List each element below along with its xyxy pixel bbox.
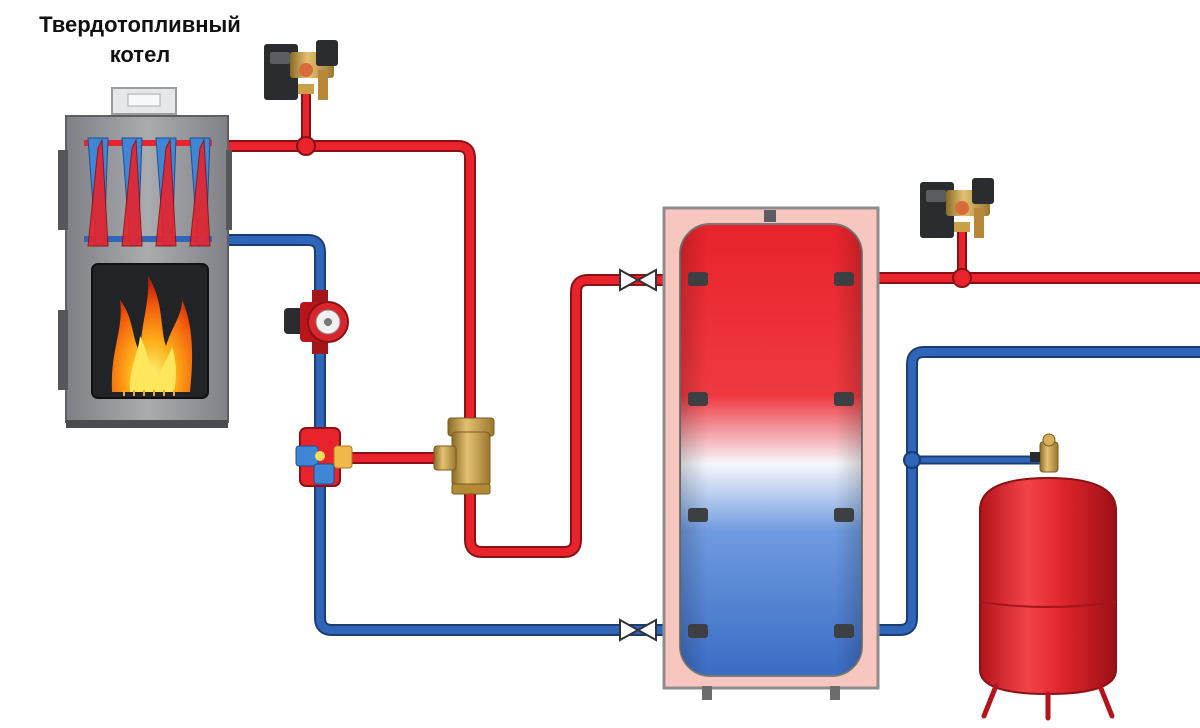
- expansion-vessel-icon: [979, 433, 1117, 721]
- safety-group-icon: [264, 40, 338, 100]
- solid-fuel-boiler-icon: [58, 87, 232, 428]
- tank-nozzles: [688, 272, 854, 638]
- safety-group-icon: [920, 178, 994, 238]
- ball-valve-icon: [619, 618, 657, 642]
- pipe-junctions: [296, 136, 972, 469]
- heat-exchanger: [84, 137, 212, 247]
- title-line-2: котел: [109, 42, 171, 67]
- three-way-valve-icon: [295, 427, 353, 487]
- brass-tee-icon: [433, 417, 495, 495]
- fire-icon: [111, 276, 193, 396]
- diagram-title: Твердотопливный котел: [10, 10, 270, 70]
- title-line-1: Твердотопливный: [39, 12, 241, 37]
- buffer-tank-icon: [662, 206, 880, 700]
- hot-pipes: [222, 87, 1200, 558]
- ball-valve-icon: [619, 268, 657, 292]
- circulation-pump-icon: [284, 290, 349, 354]
